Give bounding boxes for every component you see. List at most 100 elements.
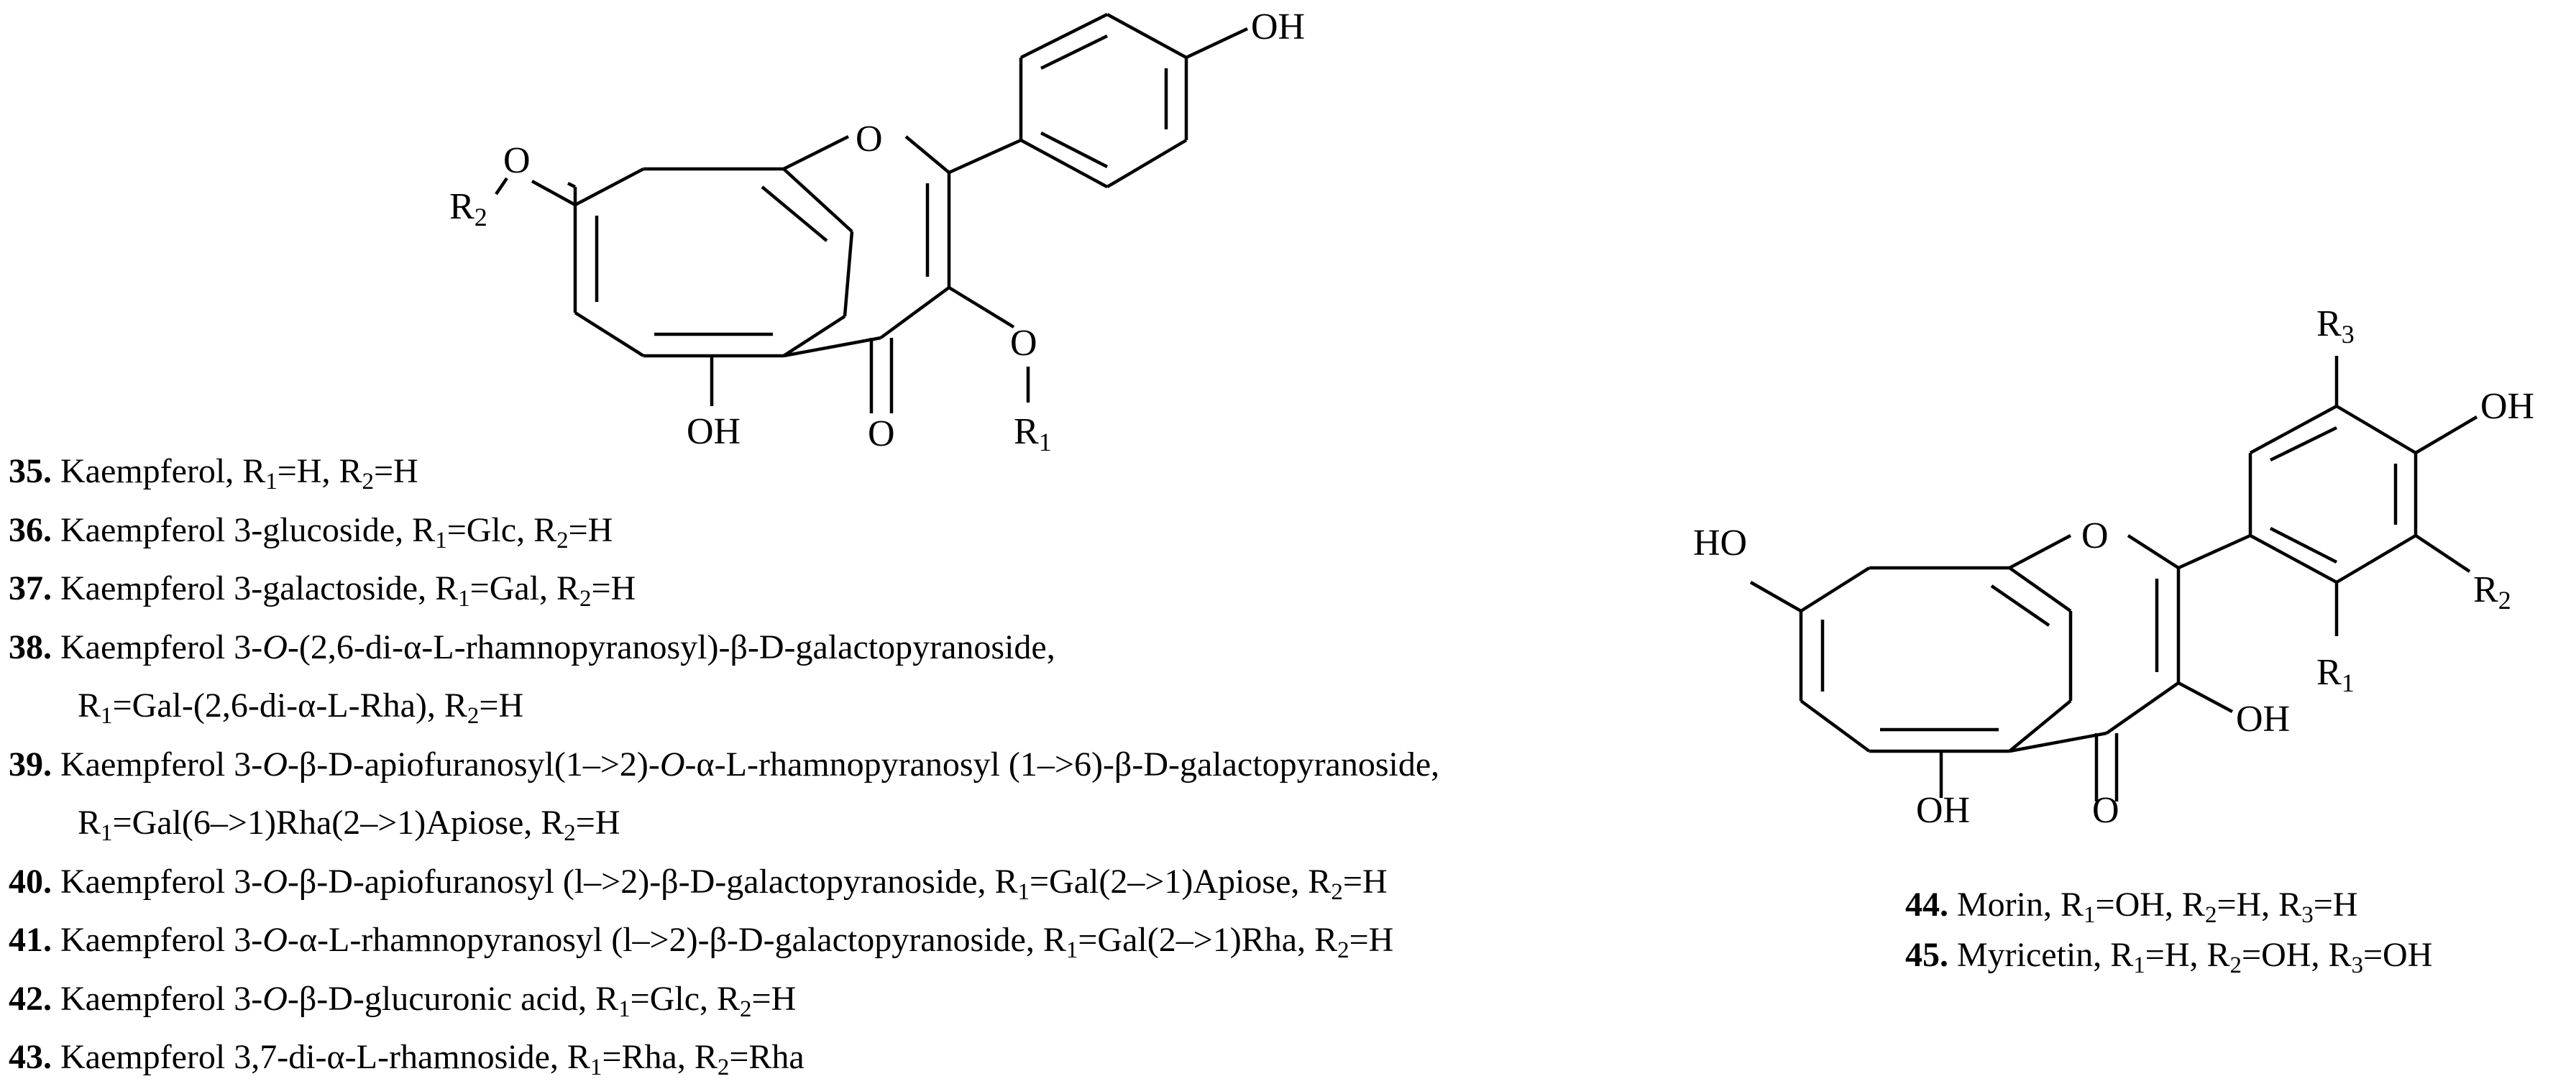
entry-text: Myricetin, R <box>1957 936 2134 974</box>
atom-ether-oxygen-7: O <box>503 140 531 181</box>
entry-text: R <box>78 804 101 842</box>
compound-number: 40. <box>9 862 52 901</box>
entry-text: =Gal-(2,6-di-α-L-Rha), R <box>112 686 467 725</box>
entry-text: =H, R <box>2145 936 2230 974</box>
entry-text: =H <box>568 510 613 549</box>
entry-text: O <box>262 862 288 901</box>
entry-text: =H <box>1342 862 1388 901</box>
entry-text: =OH <box>2362 936 2433 974</box>
compound-entry: 36. Kaempferol 3-glucoside, R1=Glc, R2=H <box>9 510 613 552</box>
entry-text: =H <box>373 452 418 490</box>
compound-entry: 39. Kaempferol 3-O-β-D-apiofuranosyl(1–>… <box>9 745 1440 784</box>
compound-number: 39. <box>9 745 52 784</box>
compound-entry: 38. Kaempferol 3-O-(2,6-di-α-L-rhamnopyr… <box>9 630 1055 665</box>
entry-text: =Gal(6–>1)Rha(2–>1)Apiose, R <box>112 804 564 842</box>
subscript: 1 <box>435 527 447 554</box>
entry-text: O <box>262 979 288 1018</box>
entry-text: =H, R <box>2217 886 2302 924</box>
entry-text: O <box>262 921 288 959</box>
entry-text: =H, R <box>277 452 362 490</box>
subscript: 1 <box>101 703 113 729</box>
entry-text: =Rha <box>729 1038 805 1076</box>
subscript: 2 <box>564 820 576 846</box>
subscript: 1 <box>1017 878 1030 905</box>
compound-entry: 44. Morin, R1=OH, R2=H, R3=H <box>1905 886 2358 927</box>
atom-r2-label-b: R2 <box>2473 569 2511 615</box>
atom-oh-5-b: OH <box>1916 790 1971 831</box>
entry-text: R <box>78 686 101 725</box>
entry-text: -β-D-apiofuranosyl(1–>2)- <box>287 745 660 784</box>
subscript: 2 <box>362 469 374 495</box>
entry-text: =H <box>575 804 620 842</box>
compound-entry: R1=Gal(6–>1)Rha(2–>1)Apiose, R2=H <box>78 804 620 845</box>
subscript: 2 <box>1337 937 1349 963</box>
entry-text: Kaempferol 3- <box>60 745 263 784</box>
entry-text: -α-L-rhamnopyranosyl (1–>6)-β-D-galactop… <box>684 745 1440 784</box>
entry-text: -β-D-glucuronic acid, R <box>287 979 619 1018</box>
atom-r3-label: R3 <box>2316 303 2355 349</box>
subscript: 2 <box>579 586 592 612</box>
atom-oxygen-3: O <box>1010 323 1037 364</box>
atom-ring-oxygen: O <box>856 119 883 160</box>
entry-text: Kaempferol 3-galactoside, R <box>60 569 459 607</box>
entry-text: =Glc, R <box>446 510 557 549</box>
entry-text: Kaempferol 3-glucoside, R <box>60 510 436 549</box>
entry-text: =H <box>591 569 636 607</box>
compound-entry: 40. Kaempferol 3-O-β-D-apiofuranosyl (l–… <box>9 862 1388 904</box>
compound-entry: 43. Kaempferol 3,7-di-α-L-rhamnoside, R1… <box>9 1038 805 1080</box>
subscript: 3 <box>2351 952 2363 978</box>
entry-text: =H <box>751 979 797 1018</box>
compound-number: 43. <box>9 1038 52 1076</box>
entry-text: =OH, R <box>2242 936 2352 974</box>
subscript: 1 <box>458 586 470 612</box>
entry-text: Kaempferol 3- <box>60 979 263 1018</box>
atom-oh-5: OH <box>687 411 741 452</box>
subscript: 1 <box>618 996 631 1022</box>
subscript: 2 <box>467 703 480 729</box>
entry-text: =Gal(2–>1)Rha, R <box>1078 921 1338 959</box>
subscript: 1 <box>590 1055 602 1080</box>
subscript: 1 <box>2084 902 2096 928</box>
compound-entry: 37. Kaempferol 3-galactoside, R1=Gal, R2… <box>9 569 636 611</box>
subscript: 2 <box>1331 878 1343 905</box>
compound-entry: 45. Myricetin, R1=H, R2=OH, R3=OH <box>1905 936 2433 978</box>
entry-text: =Gal(2–>1)Apiose, R <box>1029 862 1331 901</box>
atom-r2-label: R2 <box>449 186 487 231</box>
entry-text: O <box>262 745 288 784</box>
compound-number: 37. <box>9 569 52 607</box>
entry-text: =H <box>2313 886 2358 924</box>
compound-number: 44. <box>1905 886 1948 924</box>
compound-entry: R1=Gal-(2,6-di-α-L-Rha), R2=H <box>78 686 524 728</box>
subscript: 1 <box>101 820 113 846</box>
entry-text: =H <box>1349 921 1394 959</box>
entry-text: O <box>659 745 685 784</box>
atom-r1-label: R1 <box>1014 411 1052 456</box>
compound-number: 36. <box>9 510 52 549</box>
atom-oh-3: OH <box>2236 699 2291 740</box>
atom-ho-7: HO <box>1693 523 1748 564</box>
subscript: 3 <box>2301 902 2314 928</box>
entry-text: Kaempferol 3,7-di-α-L-rhamnoside, R <box>60 1038 590 1076</box>
compound-number: 45. <box>1905 936 1948 974</box>
compound-entry: 35. Kaempferol, R1=H, R2=H <box>9 452 418 494</box>
entry-text: -(2,6-di-α-L-rhamnopyranosyl)-β-D-galact… <box>287 628 1055 666</box>
atom-carbonyl-oxygen-b: O <box>2092 790 2119 831</box>
subscript: 1 <box>2133 952 2145 978</box>
entry-text: O <box>262 628 288 666</box>
compound-number: 35. <box>9 452 52 490</box>
entry-text: Morin, R <box>1957 886 2084 924</box>
atom-oh-4prime: OH <box>1251 6 1306 47</box>
subscript: 2 <box>556 527 569 554</box>
entry-text: Kaempferol 3- <box>60 921 263 959</box>
entry-text: =Rha, R <box>602 1038 718 1076</box>
subscript: 1 <box>1065 937 1078 963</box>
entry-text: =H <box>479 686 524 725</box>
entry-text: Kaempferol 3- <box>60 628 263 666</box>
atom-oh-4prime-b: OH <box>2480 386 2535 427</box>
subscript: 1 <box>265 469 278 495</box>
compound-number: 41. <box>9 921 52 959</box>
subscript: 2 <box>717 1055 730 1080</box>
subscript: 2 <box>740 996 752 1022</box>
entry-text: =Glc, R <box>630 979 741 1018</box>
